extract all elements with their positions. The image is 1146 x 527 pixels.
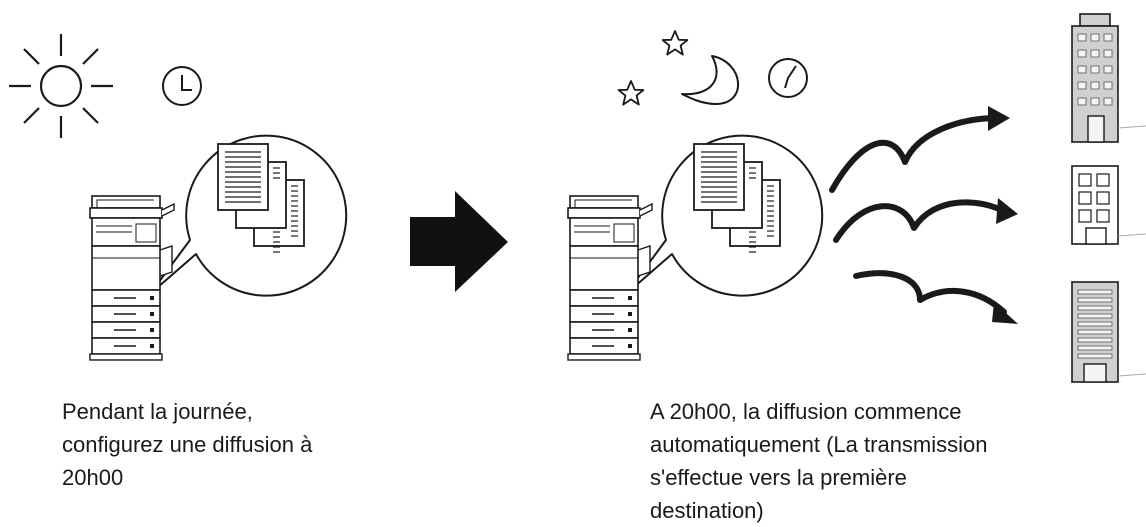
night-caption-line: s'effectue vers la première (650, 465, 907, 490)
transmission-arrow-icon (829, 115, 1001, 193)
sun-icon (9, 34, 113, 138)
transmission-arrow-icon (833, 199, 1008, 243)
day-caption-line: Pendant la journée, (62, 399, 253, 424)
arrowhead-icon (996, 198, 1018, 224)
clock-icon (162, 66, 202, 106)
day-caption-line: 20h00 (62, 465, 124, 490)
clock-icon (768, 58, 808, 98)
right-arrow-icon (410, 191, 508, 292)
arrowhead-icon (988, 106, 1010, 131)
star-icon (617, 80, 645, 106)
day-caption-line: configurez une diffusion à (62, 432, 313, 457)
star-icon (661, 30, 689, 56)
night-caption-line: automatiquement (La transmission (650, 432, 988, 457)
night-caption-line: A 20h00, la diffusion commence (650, 399, 962, 424)
tall-building-icon (1071, 13, 1146, 143)
night-caption-line: destination) (650, 498, 764, 523)
day-caption: Pendant la journée, configurez une diffu… (62, 395, 392, 494)
night-caption: A 20h00, la diffusion commence automatiq… (650, 395, 1050, 527)
moon-icon (681, 55, 740, 105)
transmission-arrow-icon (853, 270, 1007, 315)
arrowhead-icon (992, 302, 1018, 324)
striped-building-icon (1071, 281, 1146, 383)
office-building-icon (1071, 165, 1146, 245)
